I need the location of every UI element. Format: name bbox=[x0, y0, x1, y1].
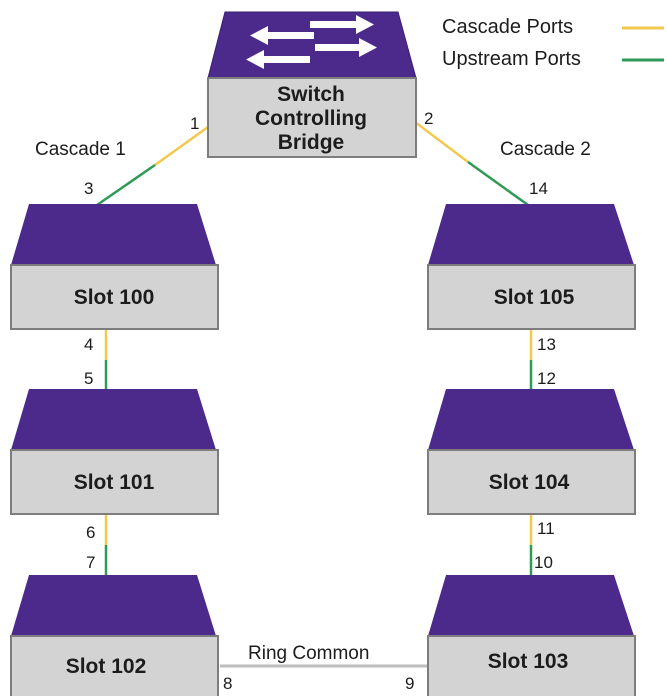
slot-102-label: Slot 102 bbox=[66, 655, 147, 678]
slot-102-top bbox=[11, 575, 216, 636]
bidirectional-arrows-icon bbox=[246, 15, 377, 69]
port-5-label: 5 bbox=[84, 369, 93, 388]
slot-103-switch: Slot 103 bbox=[427, 575, 636, 696]
slot-102-switch: Slot 102 bbox=[10, 575, 219, 696]
slot-100-body bbox=[10, 264, 219, 330]
slot-101-body bbox=[10, 449, 219, 515]
slot-104-top bbox=[428, 389, 634, 450]
port-13-label: 13 bbox=[537, 335, 556, 354]
slot-101-label: Slot 101 bbox=[74, 471, 155, 494]
bridge-label-line2: Controlling bbox=[255, 107, 367, 130]
port-2-label: 2 bbox=[424, 109, 433, 128]
bridge-body bbox=[207, 77, 417, 158]
slot-103-top bbox=[428, 575, 634, 636]
slot-103-label: Slot 103 bbox=[488, 650, 569, 673]
controlling-bridge-switch: Switch Controlling Bridge bbox=[207, 11, 417, 158]
legend-cascade-label: Cascade Ports bbox=[442, 16, 573, 38]
port-9-label: 9 bbox=[405, 674, 414, 693]
legend-upstream-label: Upstream Ports bbox=[442, 48, 581, 70]
cascade2-cascade-segment bbox=[414, 121, 469, 163]
port-4-label: 4 bbox=[84, 335, 93, 354]
port-8-label: 8 bbox=[223, 674, 232, 693]
slot-102-body bbox=[10, 635, 219, 696]
slot-100-switch: Slot 100 bbox=[10, 204, 219, 330]
ring-common-label: Ring Common bbox=[248, 643, 369, 664]
cascade2-label: Cascade 2 bbox=[500, 139, 591, 160]
slot-100-top bbox=[11, 204, 216, 265]
cascade1-upstream-segment bbox=[96, 163, 156, 207]
port-3-label: 3 bbox=[84, 179, 93, 198]
port-numbers: 1 2 3 14 4 5 6 7 8 9 13 12 11 10 bbox=[84, 109, 556, 693]
legend: Cascade Ports Upstream Ports bbox=[442, 16, 664, 70]
bridge-label-line3: Bridge bbox=[278, 131, 345, 154]
port-6-label: 6 bbox=[86, 523, 95, 542]
port-14-label: 14 bbox=[529, 179, 548, 198]
slot-105-label: Slot 105 bbox=[494, 286, 575, 309]
slot-101-top bbox=[11, 389, 216, 450]
port-1-label: 1 bbox=[190, 114, 199, 133]
slot-103-body bbox=[427, 635, 636, 696]
bridge-label-line1: Switch bbox=[277, 83, 345, 106]
slot-105-body bbox=[427, 264, 636, 330]
connections bbox=[96, 121, 533, 668]
slot-104-body bbox=[427, 449, 636, 515]
slot-100-label: Slot 100 bbox=[74, 286, 155, 309]
cascade2-upstream-segment bbox=[467, 160, 529, 207]
port-12-label: 12 bbox=[537, 369, 556, 388]
slot-104-label: Slot 104 bbox=[489, 471, 570, 494]
slot-105-top bbox=[428, 204, 634, 265]
port-10-label: 10 bbox=[534, 553, 553, 572]
cascade1-cascade-segment bbox=[154, 125, 209, 167]
slot-104-switch: Slot 104 bbox=[427, 389, 636, 515]
slot-101-switch: Slot 101 bbox=[10, 389, 219, 515]
port-7-label: 7 bbox=[86, 553, 95, 572]
cascade1-label: Cascade 1 bbox=[35, 139, 126, 160]
slot-105-switch: Slot 105 bbox=[427, 204, 636, 330]
port-11-label: 11 bbox=[537, 519, 555, 538]
